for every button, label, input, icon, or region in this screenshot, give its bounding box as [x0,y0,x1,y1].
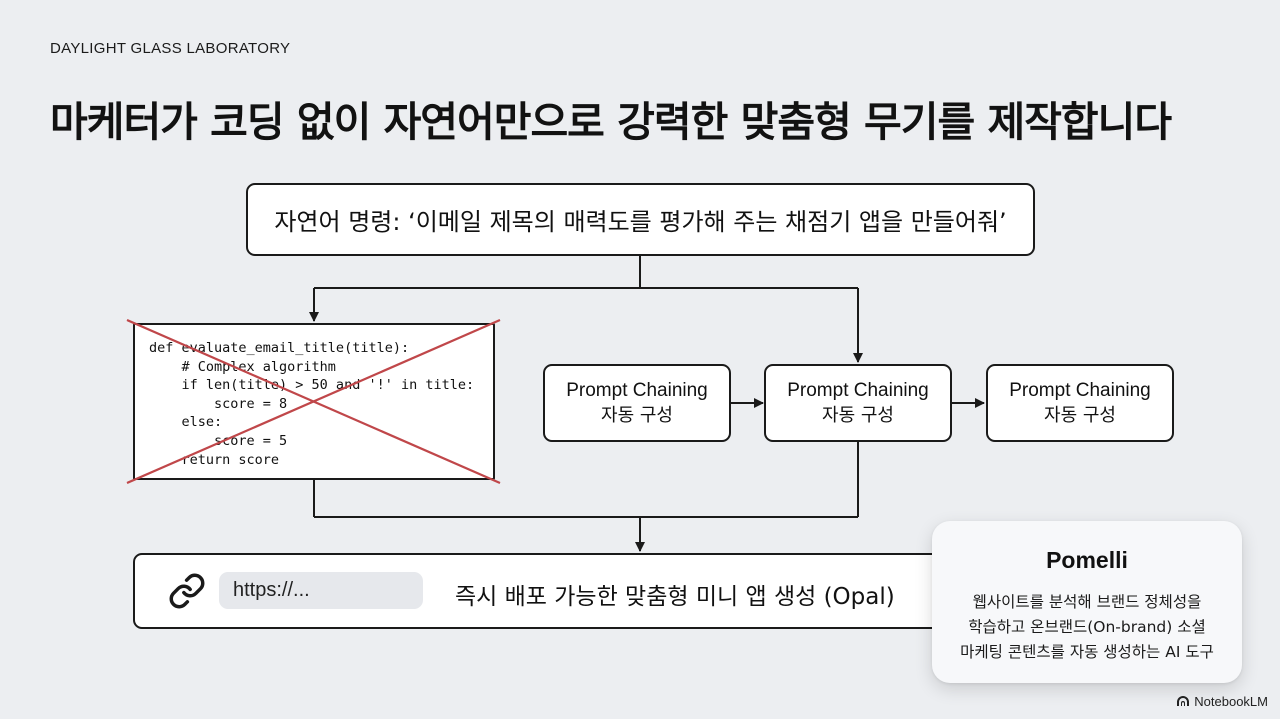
link-icon [169,573,205,609]
step-sublabel: 자동 구성 [601,405,673,426]
natural-language-command-box: 자연어 명령: ‘이메일 제목의 매력도를 평가해 주는 채점기 앱을 만들어줘… [246,183,1035,256]
pomelli-card: Pomelli 웹사이트를 분석해 브랜드 정체성을 학습하고 온브랜드(On-… [932,521,1242,683]
strike-line-2 [126,318,501,485]
card-description: 웹사이트를 분석해 브랜드 정체성을 학습하고 온브랜드(On-brand) 소… [932,590,1242,665]
page-title: 마케터가 코딩 없이 자연어만으로 강력한 맞춤형 무기를 제작합니다 [50,98,1172,146]
step-sublabel: 자동 구성 [1044,405,1116,426]
step-label: Prompt Chaining [566,380,708,401]
prompt-chaining-step-2: Prompt Chaining 자동 구성 [764,364,952,442]
card-title: Pomelli [1046,547,1128,573]
notebooklm-logo-icon [1177,696,1190,706]
card-desc-line: 마케팅 콘텐츠를 자동 생성하는 AI 도구 [960,643,1214,661]
code-line: else: [149,414,223,431]
code-line: return score [149,451,280,468]
prompt-chaining-step-3: Prompt Chaining 자동 구성 [986,364,1174,442]
notebooklm-watermark: NotebookLM [1176,694,1268,709]
url-field: https://... [219,572,423,609]
brand-label: DAYLIGHT GLASS LABORATORY [50,40,291,57]
output-description: 즉시 배포 가능한 맞춤형 미니 앱 생성 (Opal) [455,584,895,610]
step-label: Prompt Chaining [1009,380,1151,401]
code-line: def evaluate_email_title(title): [149,340,410,356]
code-line: score = 5 [149,432,288,449]
prompt-chaining-step-1: Prompt Chaining 자동 구성 [543,364,731,442]
card-desc-line: 학습하고 온브랜드(On-brand) 소셜 [968,618,1206,636]
step-label: Prompt Chaining [787,380,929,401]
code-line: score = 8 [149,395,288,412]
step-sublabel: 자동 구성 [822,405,894,426]
watermark-text: NotebookLM [1194,694,1268,709]
card-desc-line: 웹사이트를 분석해 브랜드 정체성을 [972,593,1202,611]
